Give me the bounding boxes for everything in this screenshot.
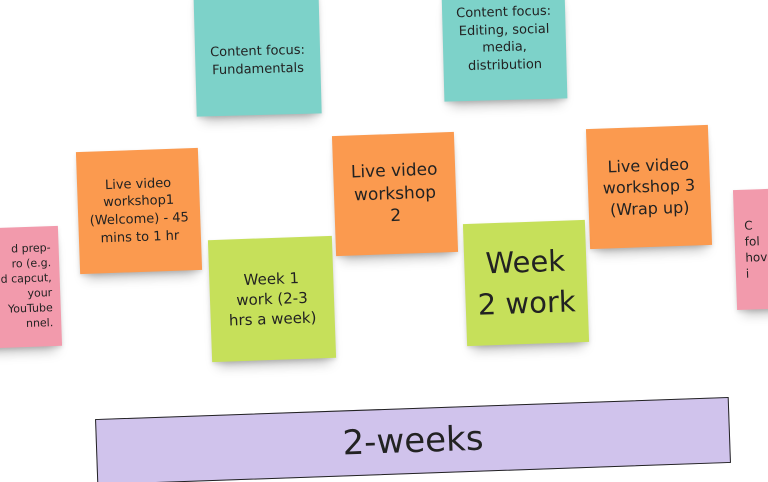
sticky-note-text: Week 1 work (2-3 hrs a week) [228, 268, 317, 330]
sticky-note-pink-right[interactable]: C fol hov i [732, 185, 768, 311]
sticky-note-text: Content focus: Fundamentals [209, 43, 306, 79]
sticky-note-text: d prep- ro (e.g. d capcut, your YouTube … [0, 241, 54, 330]
sticky-note-content-focus-fundamentals[interactable]: Content focus: Fundamentals [193, 0, 322, 117]
sticky-note-pink-left[interactable]: d prep- ro (e.g. d capcut, your YouTube … [0, 225, 63, 351]
sticky-note-content-focus-editing[interactable]: Content focus: Editing, social media, di… [441, 0, 568, 102]
sticky-note-text: Live video workshop 3 (Wrap up) [602, 154, 696, 220]
timeline-bar-2-weeks[interactable]: 2-weeks [95, 396, 731, 482]
sticky-note-live-workshop-2[interactable]: Live video workshop 2 [331, 131, 459, 257]
timeline-bar-label: 2-weeks [341, 418, 485, 464]
sticky-note-text: C fol hov i [743, 218, 768, 281]
sticky-note-live-workshop-1[interactable]: Live video workshop1 (Welcome) - 45 mins… [75, 147, 203, 275]
sticky-note-week-2-work[interactable]: Week 2 work [462, 219, 590, 347]
sticky-note-text: Week 2 work [477, 244, 577, 322]
sticky-note-text: Live video workshop1 (Welcome) - 45 mins… [89, 175, 190, 246]
sticky-note-text: Content focus: Editing, social media, di… [455, 3, 552, 74]
sticky-note-text: Live video workshop 2 [350, 159, 438, 227]
sticky-note-live-workshop-3[interactable]: Live video workshop 3 (Wrap up) [585, 124, 713, 250]
sticky-note-week-1-work[interactable]: Week 1 work (2-3 hrs a week) [207, 235, 337, 363]
